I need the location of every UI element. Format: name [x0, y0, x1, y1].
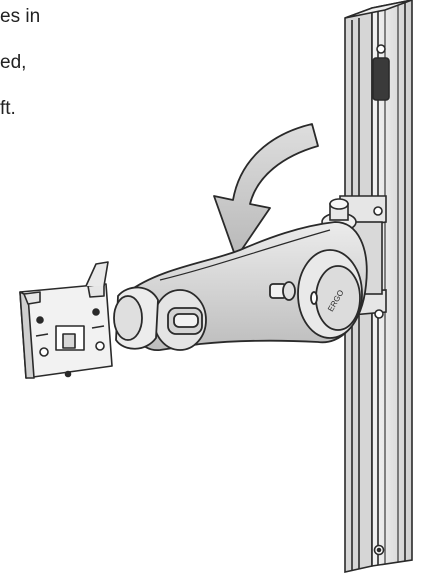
- instruction-line-1: es in: [0, 6, 41, 27]
- instruction-text: es in ed, ft.: [0, 0, 120, 127]
- mount-arm: ERGO: [113, 221, 368, 351]
- instruction-line-2: ed,: [0, 52, 27, 73]
- rotation-arrow: [213, 123, 319, 259]
- vesa-plate: [19, 261, 113, 379]
- instruction-line-3: ft.: [0, 98, 16, 119]
